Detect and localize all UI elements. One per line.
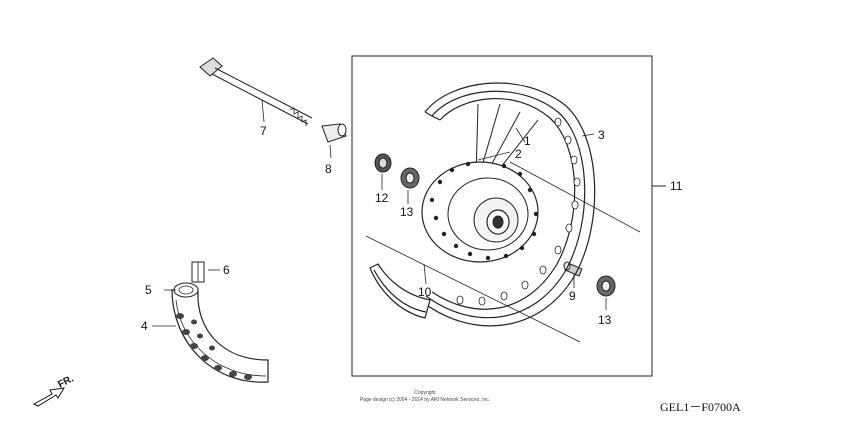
callout-12: 12: [375, 191, 389, 205]
callout-11: 11: [670, 179, 683, 193]
callout-6: 6: [223, 263, 230, 277]
leader-lines: [152, 99, 641, 343]
tube-part[interactable]: [173, 282, 199, 298]
bearing-13-right[interactable]: [596, 275, 616, 297]
callout-9: 9: [569, 289, 576, 303]
assembly-bracket: [351, 55, 666, 377]
callout-4: 4: [141, 319, 148, 333]
callout-labels: 1 2 3 4 5 6 7 8 9 10 11 12 13 13: [141, 124, 683, 333]
callout-7: 7: [260, 124, 267, 138]
rim-spoke-holes: [456, 117, 581, 306]
diagram-code: GEL1－F0700A: [660, 400, 741, 414]
axle-part[interactable]: [199, 57, 313, 126]
rim-band-part[interactable]: [191, 261, 205, 283]
bearing-12[interactable]: [374, 153, 392, 173]
hub-flange-holes: [429, 161, 539, 261]
callout-5: 5: [145, 283, 152, 297]
rim-part[interactable]: [369, 82, 596, 327]
front-label: FR.: [56, 373, 76, 390]
copyright-text: Page design (c) 2004 - 2014 by ARI Netwo…: [360, 397, 490, 403]
callout-8: 8: [325, 162, 332, 176]
callout-10: 10: [418, 285, 432, 299]
callout-13-left: 13: [400, 205, 414, 219]
collar-part[interactable]: [321, 123, 347, 143]
front-direction-indicator: FR.: [32, 373, 76, 407]
hub-part[interactable]: [421, 161, 539, 263]
front-arrow-icon: [32, 387, 65, 407]
callout-1: 1: [524, 134, 531, 148]
callout-13-right: 13: [598, 313, 612, 327]
tire-part[interactable]: [171, 289, 269, 383]
bearing-13-left[interactable]: [400, 167, 420, 189]
callout-2: 2: [515, 147, 522, 161]
callout-3: 3: [598, 128, 605, 142]
copyright-title: Copyright: [414, 390, 436, 396]
